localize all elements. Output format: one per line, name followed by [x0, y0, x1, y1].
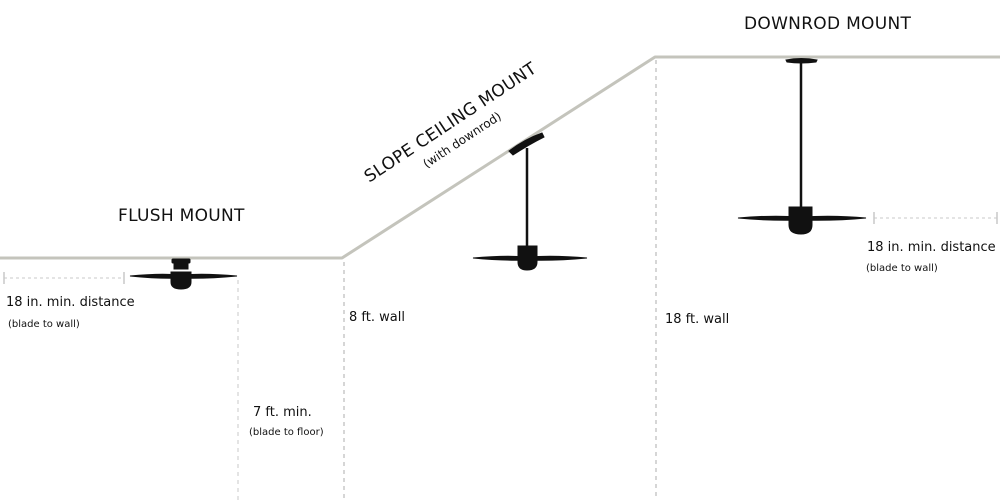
right-distance-sublabel: (blade to wall) — [866, 263, 938, 274]
wall-8ft-label: 8 ft. wall — [349, 310, 405, 325]
flush-mount-fan — [129, 258, 238, 290]
left-distance-dimension — [3, 272, 125, 284]
left-distance-label: 18 in. min. distance — [6, 295, 135, 310]
wall-18ft-label: 18 ft. wall — [665, 312, 730, 327]
flush-mount-title: FLUSH MOUNT — [118, 206, 245, 226]
slope-mount-fan — [472, 132, 588, 271]
ceiling-line — [0, 55, 1000, 260]
min-height-label: 7 ft. min. — [253, 405, 312, 420]
left-distance-sublabel: (blade to wall) — [8, 319, 80, 330]
right-distance-label: 18 in. min. distance — [867, 240, 996, 255]
downrod-mount-title: DOWNROD MOUNT — [744, 14, 912, 34]
min-height-sublabel: (blade to floor) — [249, 427, 324, 438]
downrod-mount-fan — [737, 58, 867, 235]
right-distance-dimension — [873, 212, 998, 224]
